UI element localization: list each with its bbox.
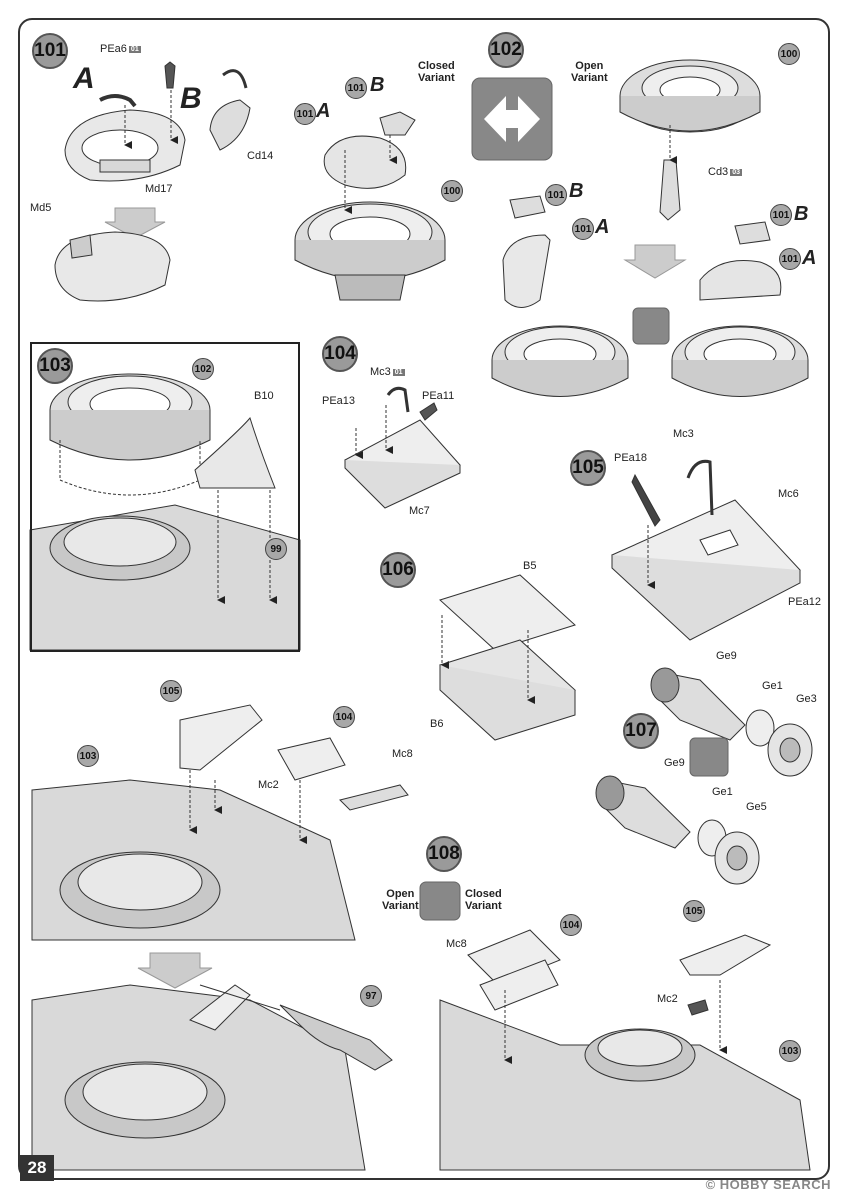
page-number: 28 — [20, 1155, 54, 1181]
part-ge1: Ge1 — [762, 680, 783, 692]
ref-104: 104 — [333, 706, 355, 728]
part-pea12: PEa12 — [788, 596, 822, 608]
letter-a: A — [802, 247, 817, 269]
letter-b: B — [569, 180, 584, 202]
open-variant-label: Open Variant — [571, 60, 608, 84]
step-106-badge: 106 — [380, 552, 416, 588]
open-word: Open — [575, 60, 604, 72]
part-mc8: Mc8 — [392, 748, 413, 760]
part-pea18: PEa18 — [614, 452, 648, 464]
step-104-badge: 104 — [322, 336, 358, 372]
closed-variant-label-108: Closed Variant — [465, 888, 502, 912]
sprue-tag: 03 — [730, 168, 742, 176]
page-frame — [18, 18, 830, 1180]
step-103-badge: 103 — [37, 348, 73, 384]
part-mc3: Mc3 — [673, 428, 694, 440]
ref-97: 97 — [360, 985, 382, 1007]
step-102-badge: 102 — [488, 32, 524, 68]
watermark: © HOBBY SEARCH — [705, 1177, 831, 1192]
ref-101: 101 — [779, 248, 801, 270]
part-pea11: PEa11 — [422, 390, 455, 402]
ref-101: 101 — [294, 103, 316, 125]
part-b5: B5 — [523, 560, 537, 572]
ref-101: 101 — [770, 204, 792, 226]
part-ge5: Ge5 — [746, 801, 767, 813]
letter-b: B — [794, 203, 809, 225]
variant-word: Variant — [465, 900, 502, 912]
ref-101: 101 — [545, 184, 567, 206]
ref-101: 101 — [572, 218, 594, 240]
part-mc8: Mc8 — [446, 938, 467, 950]
part-pea6-text: PEa6 — [100, 43, 127, 55]
sprue-tag: 01 — [128, 45, 141, 53]
part-mc2: Mc2 — [258, 779, 279, 791]
ref-103: 103 — [77, 745, 99, 767]
step-101-badge: 101 — [32, 33, 68, 69]
part-b6: B6 — [430, 718, 444, 730]
ref-99: 99 — [265, 538, 287, 560]
step-103-inset-frame — [30, 342, 300, 652]
ref-105: 105 — [683, 900, 705, 922]
step-108-badge: 108 — [426, 836, 462, 872]
ref-102: 102 — [192, 358, 214, 380]
step-105-badge: 105 — [570, 450, 606, 486]
part-cd14: Cd14 — [247, 150, 274, 162]
variant-word: Variant — [382, 900, 419, 912]
part-cd3-text: Cd3 — [708, 166, 729, 178]
sprue-tag: 01 — [392, 368, 405, 376]
ref-100: 100 — [778, 43, 800, 65]
part-mc6: Mc6 — [778, 488, 799, 500]
part-ge3: Ge3 — [796, 693, 817, 705]
variant-word: Variant — [418, 72, 455, 84]
part-mc7: Mc7 — [409, 505, 430, 517]
part-mc3-text: Mc3 — [370, 366, 391, 378]
ref-104: 104 — [560, 914, 582, 936]
part-ge9: Ge9 — [664, 757, 685, 769]
closed-word: Closed — [418, 60, 455, 72]
ref-100: 100 — [441, 180, 463, 202]
closed-word: Closed — [465, 888, 502, 900]
letter-a: A — [595, 216, 610, 238]
part-md17: Md17 — [145, 183, 173, 195]
closed-variant-label: Closed Variant — [418, 60, 455, 84]
letter-a: A — [73, 62, 95, 95]
variant-word: Variant — [571, 72, 608, 84]
part-ge9: Ge9 — [716, 650, 737, 662]
letter-b: B — [180, 82, 202, 115]
part-ge1: Ge1 — [712, 786, 733, 798]
ref-103: 103 — [779, 1040, 801, 1062]
ref-101: 101 — [345, 77, 367, 99]
ref-105: 105 — [160, 680, 182, 702]
step-107-badge: 107 — [623, 713, 659, 749]
letter-b: B — [370, 74, 385, 96]
part-b10: B10 — [254, 390, 274, 402]
open-variant-label-108: Open Variant — [382, 888, 419, 912]
letter-a: A — [316, 100, 331, 122]
part-pea13: PEa13 — [322, 395, 356, 407]
turret-ring-closed — [294, 201, 446, 301]
part-md5: Md5 — [30, 202, 52, 214]
open-word: Open — [386, 888, 415, 900]
part-mc2: Mc2 — [657, 993, 678, 1005]
